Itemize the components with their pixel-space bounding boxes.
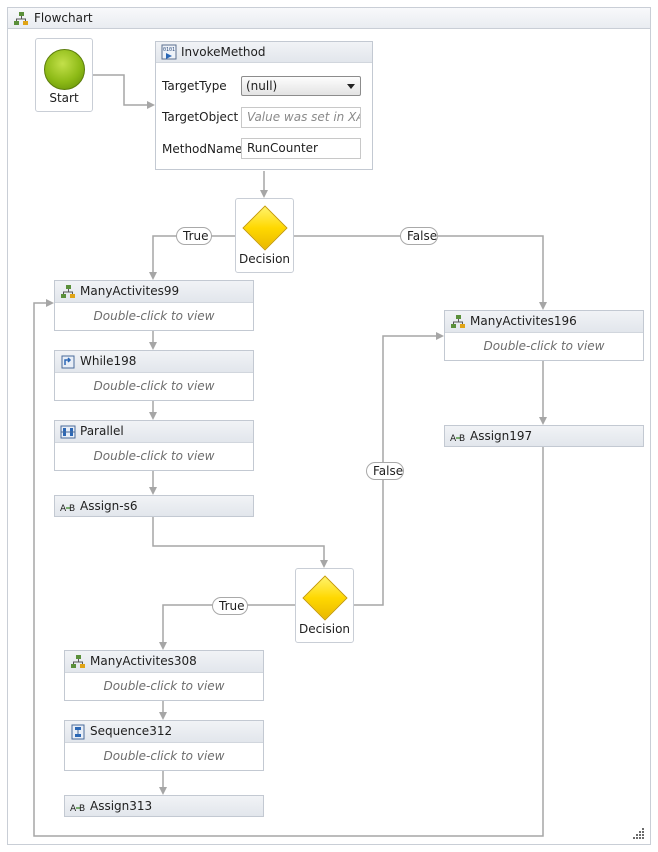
svg-text:B: B	[459, 434, 465, 444]
decision-2-false-label: False	[366, 462, 404, 480]
decision-2-true-label: True	[212, 597, 248, 615]
many-activities-308-title: ManyActivites308	[90, 654, 197, 668]
assign-s6-header[interactable]: A B Assign-s6	[55, 496, 253, 516]
decision-diamond-icon	[242, 205, 288, 251]
many-activities-308[interactable]: ManyActivites308 Double-click to view	[64, 650, 264, 701]
svg-text:A: A	[70, 804, 77, 814]
svg-text:B: B	[69, 504, 75, 514]
while-198-title: While198	[80, 354, 137, 368]
method-name-input[interactable]: RunCounter	[241, 138, 361, 159]
assign-197-title: Assign197	[470, 429, 533, 443]
svg-text:A: A	[450, 434, 457, 444]
assign-s6[interactable]: A B Assign-s6	[54, 495, 254, 517]
start-label: Start	[49, 91, 79, 105]
many-activities-308-hint: Double-click to view	[103, 679, 225, 693]
parallel-hint: Double-click to view	[93, 449, 215, 463]
parallel-icon	[60, 425, 76, 439]
assign-197[interactable]: A B Assign197	[444, 425, 644, 447]
invoke-method-icon: 0101	[161, 44, 177, 60]
while-198-header[interactable]: While198	[55, 351, 253, 373]
svg-text:A: A	[60, 504, 67, 514]
start-node[interactable]: Start	[35, 38, 93, 112]
parallel-title: Parallel	[80, 424, 124, 438]
method-name-label: MethodName	[162, 142, 243, 156]
many-activities-99-title: ManyActivites99	[80, 284, 180, 298]
many-activities-99-hint: Double-click to view	[93, 309, 215, 323]
parallel-activity[interactable]: Parallel Double-click to view	[54, 420, 254, 471]
assign-313-header[interactable]: A B Assign313	[65, 796, 263, 816]
many-activities-196-hint: Double-click to view	[483, 339, 605, 353]
sequence-312-title: Sequence312	[90, 724, 173, 738]
flowchart-icon	[71, 655, 85, 668]
sequence-312-header[interactable]: Sequence312	[65, 721, 263, 743]
assign-icon: A B	[450, 434, 465, 444]
flowchart-title-bar[interactable]: Flowchart	[7, 7, 651, 29]
many-activities-196[interactable]: ManyActivites196 Double-click to view	[444, 310, 644, 361]
decision-label-1: Decision	[238, 252, 291, 266]
target-type-label: TargetType	[162, 79, 227, 93]
while-198-hint: Double-click to view	[93, 379, 215, 393]
invoke-method-header[interactable]: 0101 InvokeMethod	[156, 42, 372, 63]
many-activities-196-title: ManyActivites196	[470, 314, 577, 328]
many-activities-308-header[interactable]: ManyActivites308	[65, 651, 263, 673]
assign-197-header[interactable]: A B Assign197	[445, 426, 643, 446]
assign-icon: A B	[60, 504, 75, 514]
parallel-header[interactable]: Parallel	[55, 421, 253, 443]
flowchart-icon	[451, 315, 465, 328]
invoke-method-activity[interactable]: 0101 InvokeMethod TargetType (null) Targ…	[155, 41, 373, 170]
sequence-icon	[71, 724, 85, 740]
while-loop-icon	[61, 355, 75, 369]
svg-text:0101: 0101	[163, 47, 175, 53]
sequence-312-hint: Double-click to view	[103, 749, 225, 763]
decision-diamond-icon	[302, 575, 348, 621]
svg-text:B: B	[79, 804, 85, 814]
resize-grip-icon[interactable]	[633, 827, 645, 839]
assign-313-title: Assign313	[90, 799, 153, 813]
flowchart-icon	[14, 12, 28, 25]
target-object-label: TargetObject	[162, 110, 239, 124]
flowchart-icon	[61, 285, 75, 298]
target-type-select[interactable]: (null)	[241, 76, 361, 96]
target-type-value: (null)	[246, 79, 278, 93]
decision-label-2: Decision	[298, 622, 351, 636]
flowchart-title: Flowchart	[34, 11, 93, 25]
start-circle-icon	[44, 49, 85, 90]
while-198[interactable]: While198 Double-click to view	[54, 350, 254, 401]
assign-s6-title: Assign-s6	[80, 499, 138, 513]
decision-1-true-label: True	[176, 227, 212, 245]
chevron-down-icon	[347, 84, 355, 89]
many-activities-99-header[interactable]: ManyActivites99	[55, 281, 253, 303]
invoke-method-title: InvokeMethod	[181, 45, 266, 59]
decision-node-1[interactable]: Decision	[235, 198, 294, 273]
sequence-312[interactable]: Sequence312 Double-click to view	[64, 720, 264, 771]
assign-icon: A B	[70, 804, 85, 814]
assign-313[interactable]: A B Assign313	[64, 795, 264, 817]
many-activities-99[interactable]: ManyActivites99 Double-click to view	[54, 280, 254, 331]
target-object-input[interactable]: Value was set in XAML	[241, 107, 361, 128]
many-activities-196-header[interactable]: ManyActivites196	[445, 311, 643, 333]
decision-1-false-label: False	[400, 227, 438, 245]
decision-node-2[interactable]: Decision	[295, 568, 354, 643]
